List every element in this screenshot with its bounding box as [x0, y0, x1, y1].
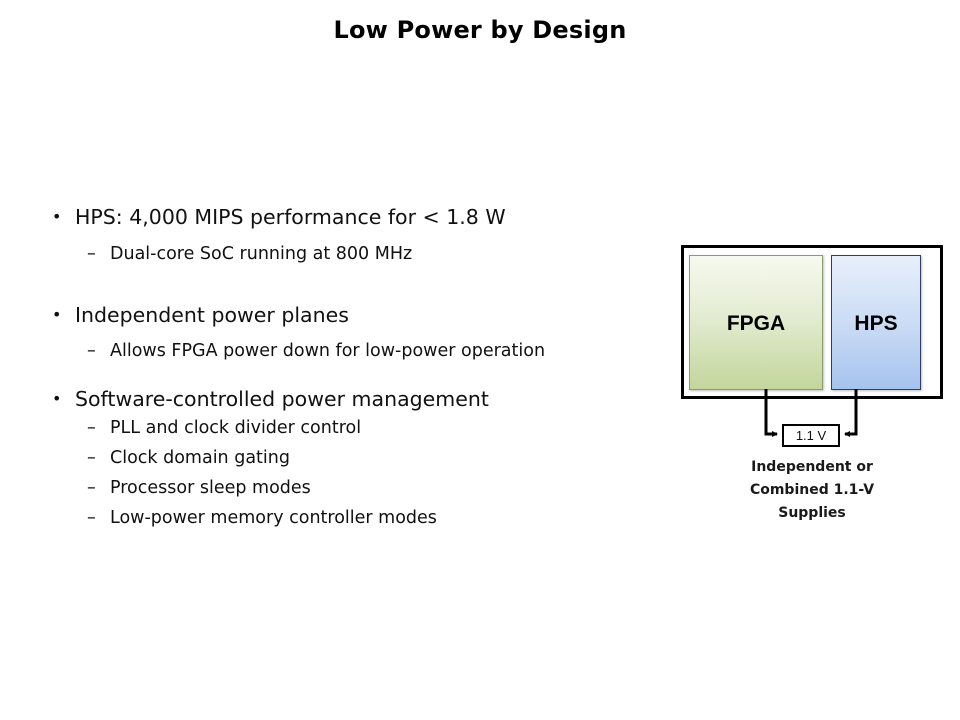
- hps-label: HPS: [854, 312, 898, 335]
- bullet-dot-icon: •: [52, 389, 62, 408]
- dash-icon: –: [87, 508, 96, 528]
- caption-line: Supplies: [778, 505, 846, 521]
- sub-bullet-item: – Allows FPGA power down for low-power o…: [52, 339, 672, 363]
- hps-supply-wire: [844, 389, 858, 437]
- sub-bullet-item: – Dual-core SoC running at 800 MHz: [52, 242, 672, 266]
- dash-icon: –: [87, 341, 96, 361]
- fpga-supply-wire: [764, 389, 778, 437]
- sub-bullet-text: Processor sleep modes: [110, 478, 311, 498]
- sub-bullet-item: – Low-power memory controller modes: [52, 506, 672, 530]
- sub-bullet-text: Allows FPGA power down for low-power ope…: [110, 341, 546, 361]
- caption-line: Independent or: [751, 459, 873, 475]
- sub-bullet-text: Clock domain gating: [110, 448, 290, 468]
- sub-bullet-item: – PLL and clock divider control: [52, 416, 672, 440]
- fpga-label: FPGA: [726, 312, 786, 335]
- supply-voltage-box: 1.1 V: [782, 424, 840, 447]
- dash-icon: –: [87, 448, 96, 468]
- bullet-text: Software-controlled power management: [75, 387, 489, 411]
- slide-title: Low Power by Design: [333, 16, 627, 44]
- fpga-block: FPGA: [689, 255, 823, 390]
- bullet-text: Independent power planes: [75, 303, 349, 327]
- bullet-list: • HPS: 4,000 MIPS performance for < 1.8 …: [52, 203, 672, 530]
- sub-bullet-text: Dual-core SoC running at 800 MHz: [110, 244, 413, 264]
- sub-bullet-text: PLL and clock divider control: [110, 418, 362, 438]
- sub-bullet-item: – Processor sleep modes: [52, 476, 672, 500]
- dash-icon: –: [87, 418, 96, 438]
- diagram-caption: Independent or Combined 1.1-V Supplies: [722, 456, 902, 525]
- bullet-item: • HPS: 4,000 MIPS performance for < 1.8 …: [52, 203, 672, 231]
- bullet-item: • Independent power planes: [52, 301, 672, 329]
- caption-line: Combined 1.1-V: [749, 482, 875, 498]
- dash-icon: –: [87, 244, 96, 264]
- bullet-item: • Software-controlled power management: [52, 385, 672, 413]
- bullet-dot-icon: •: [52, 305, 62, 324]
- bullet-text: HPS: 4,000 MIPS performance for < 1.8 W: [75, 205, 506, 229]
- sub-bullet-item: – Clock domain gating: [52, 446, 672, 470]
- bullet-dot-icon: •: [52, 207, 62, 226]
- dash-icon: –: [87, 478, 96, 498]
- hps-block: HPS: [831, 255, 921, 390]
- sub-bullet-text: Low-power memory controller modes: [110, 508, 437, 528]
